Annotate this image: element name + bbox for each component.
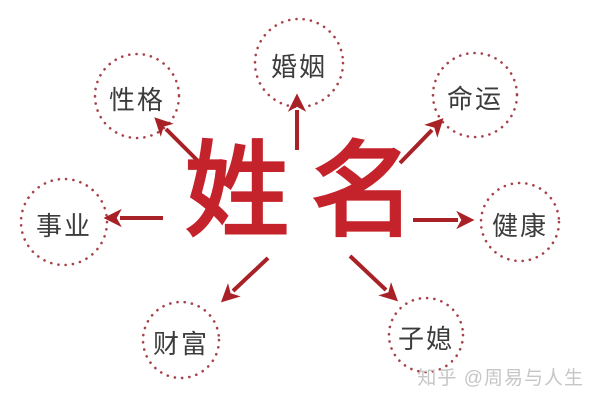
- node-circle-personality: [93, 52, 181, 140]
- arrow-to-destiny: [398, 118, 444, 165]
- center-title: 姓名: [184, 135, 437, 250]
- node-circle-destiny: [431, 51, 519, 139]
- node-circle-wealth: [141, 300, 221, 380]
- node-label-marriage: 婚姻: [270, 52, 327, 82]
- arrow-to-personality: [154, 117, 202, 165]
- node-label-career: 事业: [35, 211, 92, 241]
- node-label-personality: 性格: [108, 85, 165, 115]
- node-label-wealth: 财富: [152, 329, 209, 359]
- watermark: 知乎 @周易与人生: [417, 368, 584, 389]
- node-circle-health: [479, 181, 561, 263]
- node-label-children: 子媳: [397, 324, 454, 354]
- node-circle-marriage: [253, 17, 345, 109]
- node-label-destiny: 命运: [446, 84, 503, 114]
- arrow-to-wealth: [220, 256, 270, 303]
- arrow-to-children: [348, 254, 399, 302]
- node-circle-children: [387, 296, 465, 374]
- node-label-health: 健康: [491, 211, 548, 241]
